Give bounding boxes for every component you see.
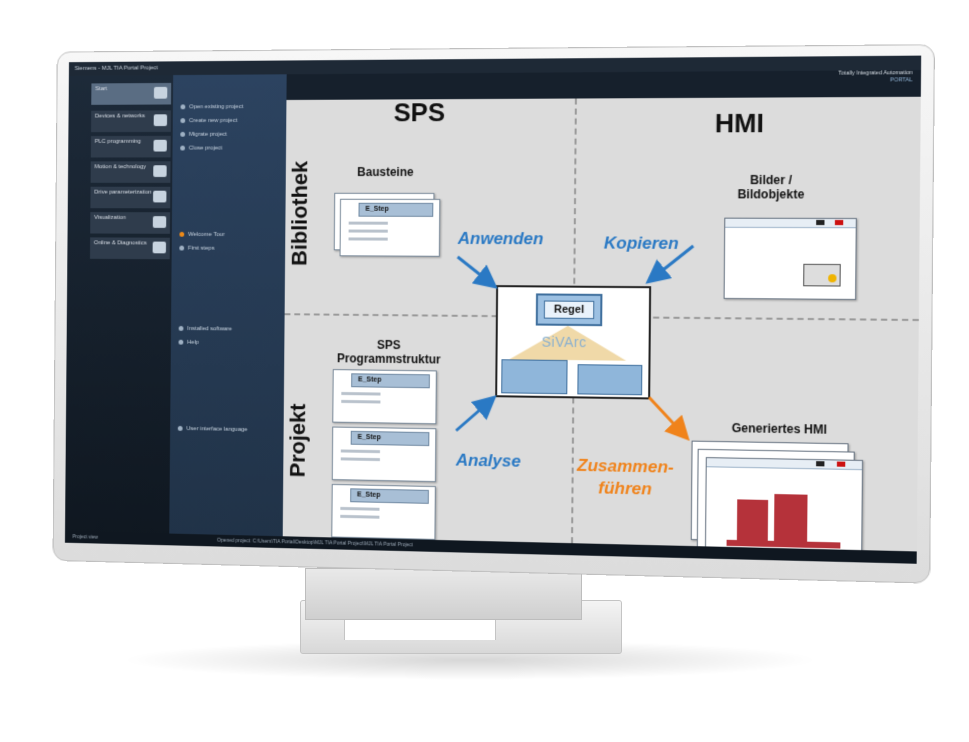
welcome-tour-link[interactable]: Welcome Tour <box>179 232 225 238</box>
sidebar-item-label: PLC programming <box>94 138 141 145</box>
window-titlebar: Siemens - MJL TIA Portal Project <box>68 55 922 76</box>
diagnostics-icon <box>152 241 167 254</box>
sidebar-item-label: Start <box>95 86 108 93</box>
sidebar-item-start[interactable]: Start <box>91 82 172 105</box>
arrow-anwenden <box>457 256 498 289</box>
portal-nav-panel: Open existing project Create new project… <box>169 74 287 549</box>
sivarc-diagram: SPS HMI Bibliothek Projekt Bausteine E_S… <box>283 97 921 552</box>
devices-icon <box>153 114 168 127</box>
monitor-stand-neck <box>305 568 582 620</box>
sidebar-item-drive[interactable]: Drive parameterization <box>90 186 171 209</box>
monitor: Siemens - MJL TIA Portal Project Start D… <box>53 44 935 584</box>
screen: Siemens - MJL TIA Portal Project Start D… <box>65 56 921 564</box>
installed-software-link[interactable]: Installed software <box>179 326 232 332</box>
motion-icon <box>153 165 167 177</box>
sidebar-item-label: Visualization <box>94 214 126 221</box>
sidebar-item-label: Devices & networks <box>94 113 145 120</box>
ui-language-link[interactable]: User interface language <box>178 426 248 433</box>
sidebar-item-label: Online & Diagnostics <box>93 240 147 247</box>
sidebar-item-devices[interactable]: Devices & networks <box>91 110 171 133</box>
plc-icon <box>153 139 167 152</box>
arrow-analyse <box>455 394 497 433</box>
sidebar-item-plc[interactable]: PLC programming <box>90 135 171 158</box>
help-link[interactable]: Help <box>179 340 199 346</box>
migrate-project-link[interactable]: Migrate project <box>180 132 227 138</box>
tia-portal-brand: Totally Integrated Automation PORTAL <box>838 70 912 85</box>
flow-arrows <box>282 97 912 564</box>
visualization-icon <box>152 216 167 228</box>
sidebar-item-online[interactable]: Online & Diagnostics <box>89 237 170 260</box>
brand-line-2: PORTAL <box>889 77 913 84</box>
open-project-link[interactable]: Open existing project <box>181 104 244 110</box>
portal-sidebar: Start Devices & networks PLC programming… <box>64 75 174 546</box>
sidebar-item-label: Drive parameterization <box>94 189 152 196</box>
close-project-link[interactable]: Close project <box>180 146 223 152</box>
drive-icon <box>153 190 167 203</box>
first-steps-link[interactable]: First steps <box>179 246 215 252</box>
sidebar-item-motion[interactable]: Motion & technology <box>90 161 171 183</box>
create-project-link[interactable]: Create new project <box>180 118 237 124</box>
project-view-link[interactable]: Project view <box>72 534 98 541</box>
sidebar-item-visualization[interactable]: Visualization <box>90 212 171 234</box>
arrow-zusammenfuehren <box>649 397 686 436</box>
start-icon <box>153 86 168 99</box>
sidebar-item-label: Motion & technology <box>94 164 147 171</box>
arrow-kopieren <box>650 246 693 281</box>
